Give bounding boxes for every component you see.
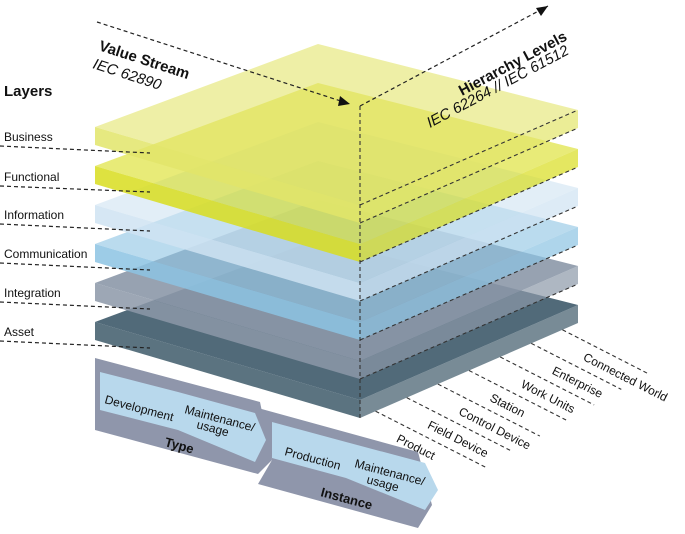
value-stream-axis (96, 21, 351, 106)
layer-label-asset: Asset (4, 325, 35, 339)
type-label: Type (163, 434, 195, 456)
layer-label-functional: Functional (4, 170, 59, 184)
phase-production-box (272, 422, 346, 478)
phase-instance-maintenance-box (346, 442, 438, 510)
level-station: Station (488, 391, 528, 420)
layer-label-communication: Communication (4, 247, 87, 261)
layer-label-integration: Integration (4, 286, 61, 300)
instance-band: Production Maintenance/ usage Instance (258, 408, 438, 528)
hierarchy-grid (359, 106, 579, 418)
phase-type-maintenance-box (178, 392, 266, 462)
type-band: Development Maintenance/ usage Type (95, 358, 272, 474)
hierarchy-axis (359, 5, 549, 107)
layer-labels: BusinessFunctionalInformationCommunicati… (0, 130, 151, 349)
layer-slab-business (95, 44, 578, 223)
layer-slabs (95, 44, 578, 418)
phase-development-box (100, 372, 178, 430)
layers-title: Layers (4, 83, 52, 100)
layer-label-business: Business (4, 130, 53, 144)
layer-label-information: Information (4, 208, 64, 222)
